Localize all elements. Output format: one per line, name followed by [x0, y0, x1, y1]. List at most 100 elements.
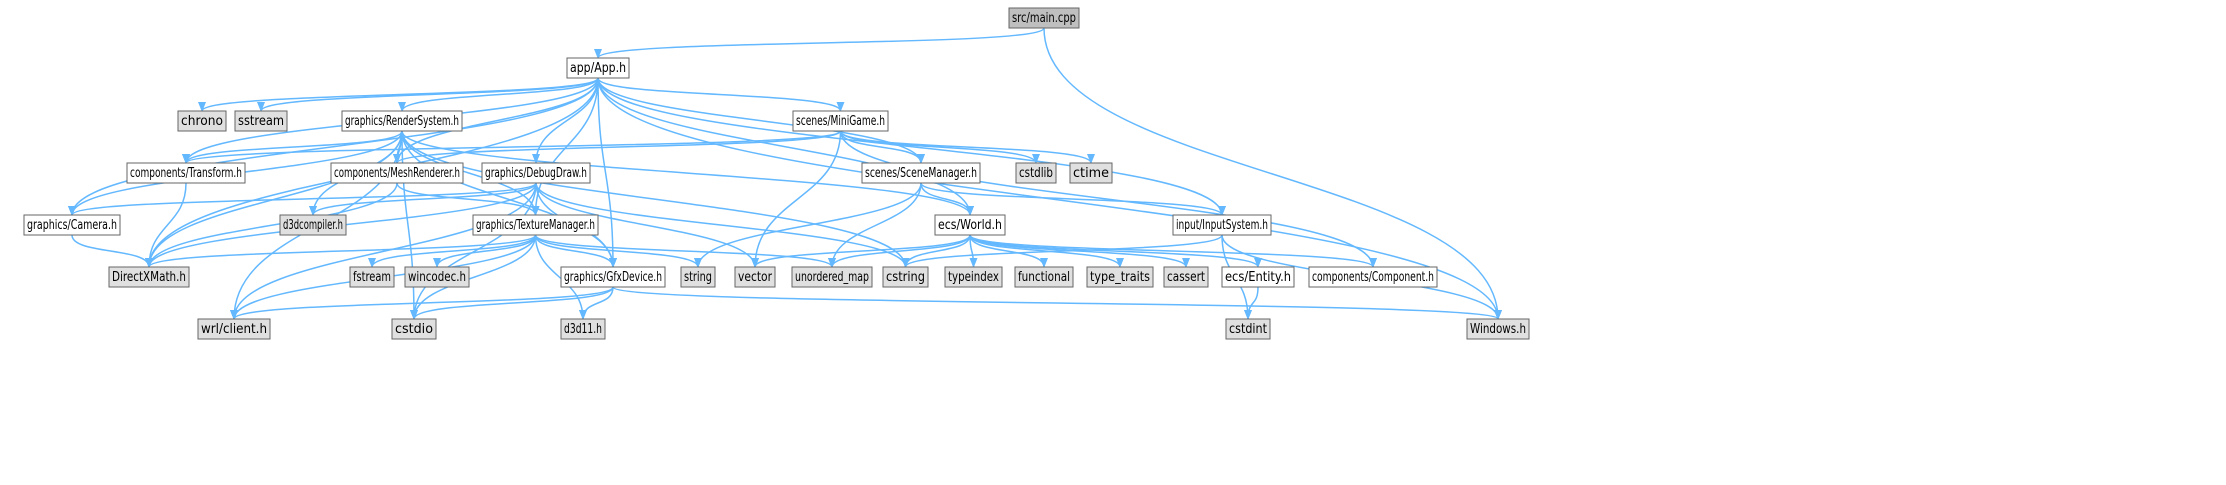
node-box: [1163, 266, 1209, 288]
edge-app-to-minigame: [597, 77, 845, 112]
node-gfxdevice[interactable]: graphics/GfxDevice.h: [560, 266, 666, 288]
node-component[interactable]: components/Component.h: [1308, 266, 1438, 288]
edge-texturemanager-to-d3d11: [534, 234, 587, 320]
node-box: [126, 162, 246, 184]
node-unordered_map: unordered_map: [791, 266, 873, 288]
edge-world-to-component: [969, 234, 1377, 268]
node-label: chrono: [181, 114, 223, 129]
node-label: ecs/Entity.h: [1225, 270, 1291, 285]
node-texturemanager[interactable]: graphics/TextureManager.h: [472, 214, 599, 236]
edge-main-to-windows: [1043, 27, 1502, 320]
node-box: [472, 214, 599, 236]
node-minigame[interactable]: scenes/MiniGame.h: [792, 110, 889, 132]
node-box: [1466, 318, 1530, 340]
edge-debugdraw-to-d3dcompiler: [309, 182, 537, 216]
edge-app-to-sstream: [257, 77, 599, 112]
edge-meshrenderer-to-directxmath: [145, 182, 398, 268]
edge-gfxdevice-to-d3d11: [579, 286, 614, 320]
node-label: app/App.h: [570, 61, 626, 76]
node-label: input/InputSystem.h: [1176, 218, 1268, 233]
edge-gfxdevice-to-wrlclient: [230, 286, 614, 320]
node-transform[interactable]: components/Transform.h: [126, 162, 246, 184]
edge-rendersystem-to-cstring: [401, 130, 910, 268]
node-box: [391, 318, 437, 340]
node-label: components/MeshRenderer.h: [334, 166, 460, 181]
node-label: cstdio: [395, 322, 433, 337]
node-box: [1172, 214, 1272, 236]
node-cstdint: cstdint: [1225, 318, 1271, 340]
node-box: [560, 318, 606, 340]
edge-minigame-to-component: [839, 130, 1377, 268]
node-main[interactable]: src/main.cpp: [1008, 7, 1080, 29]
node-rendersystem[interactable]: graphics/RenderSystem.h: [341, 110, 463, 132]
node-cstdio: cstdio: [391, 318, 437, 340]
edge-app-to-camera: [68, 77, 599, 216]
edge-meshrenderer-to-texturemanager: [396, 182, 540, 216]
node-debugdraw[interactable]: graphics/DebugDraw.h: [481, 162, 591, 184]
edge-world-to-unordered_map: [828, 234, 971, 268]
edge-scenemanager-to-unordered_map: [828, 182, 922, 268]
edge-texturemanager-to-string: [534, 234, 702, 268]
edge-rendersystem-to-transform: [182, 130, 403, 164]
node-box: [404, 266, 470, 288]
node-box: [1308, 266, 1438, 288]
node-typeindex: typeindex: [944, 266, 1003, 288]
edge-texturemanager-to-directxmath: [145, 234, 537, 268]
node-cassert: cassert: [1163, 266, 1209, 288]
edge-app-to-world: [597, 77, 974, 216]
node-type_traits: type_traits: [1086, 266, 1154, 288]
node-cstdlib: cstdlib: [1015, 162, 1057, 184]
node-label: graphics/RenderSystem.h: [345, 114, 459, 129]
node-label: ecs/World.h: [938, 218, 1002, 233]
node-box: [1015, 162, 1057, 184]
node-cstring: cstring: [882, 266, 929, 288]
node-label: fstream: [353, 270, 391, 285]
edge-minigame-to-meshrenderer: [393, 130, 842, 164]
node-box: [108, 266, 190, 288]
node-meshrenderer[interactable]: components/MeshRenderer.h: [330, 162, 464, 184]
edge-gfxdevice-to-windows: [612, 286, 1502, 320]
edge-texturemanager-to-gfxdevice: [534, 234, 617, 268]
node-label: type_traits: [1090, 270, 1150, 285]
edge-debugdraw-to-wrlclient: [230, 182, 537, 320]
edges-layer: [68, 27, 1502, 320]
edge-scenemanager-to-world: [920, 182, 974, 216]
edge-entity-to-cstdint: [1244, 286, 1259, 320]
edge-world-to-vector: [751, 234, 971, 268]
node-box: [791, 266, 873, 288]
node-label: scenes/SceneManager.h: [865, 166, 977, 181]
node-label: components/Transform.h: [130, 166, 242, 181]
node-camera[interactable]: graphics/Camera.h: [23, 214, 121, 236]
edge-transform-to-directxmath: [145, 182, 187, 268]
edge-texturemanager-to-wincodec: [433, 234, 537, 268]
node-vector: vector: [734, 266, 776, 288]
node-label: d3d11.h: [564, 322, 602, 337]
node-scenemanager[interactable]: scenes/SceneManager.h: [861, 162, 981, 184]
node-label: graphics/TextureManager.h: [476, 218, 595, 233]
node-label: scenes/MiniGame.h: [796, 114, 885, 129]
node-entity[interactable]: ecs/Entity.h: [1221, 266, 1295, 288]
node-functional: functional: [1014, 266, 1074, 288]
node-label: cassert: [1167, 270, 1205, 285]
edge-app-to-gfxdevice: [597, 77, 617, 268]
node-box: [1225, 318, 1271, 340]
node-box: [944, 266, 1003, 288]
edge-rendersystem-to-world: [401, 130, 974, 216]
node-box: [566, 57, 630, 79]
edge-scenemanager-to-inputsystem: [920, 182, 1226, 216]
edge-main-to-app: [594, 27, 1045, 59]
node-label: components/Component.h: [1312, 270, 1434, 285]
node-label: vector: [738, 270, 773, 285]
node-box: [1069, 162, 1113, 184]
node-ctime: ctime: [1069, 162, 1113, 184]
node-label: string: [684, 270, 712, 285]
node-inputsystem[interactable]: input/InputSystem.h: [1172, 214, 1272, 236]
node-app[interactable]: app/App.h: [566, 57, 630, 79]
node-label: sstream: [238, 114, 284, 129]
edge-texturemanager-to-fstream: [368, 234, 537, 268]
node-world[interactable]: ecs/World.h: [934, 214, 1006, 236]
node-d3dcompiler: d3dcompiler.h: [279, 214, 347, 236]
edge-debugdraw-to-camera: [68, 182, 537, 216]
node-box: [861, 162, 981, 184]
